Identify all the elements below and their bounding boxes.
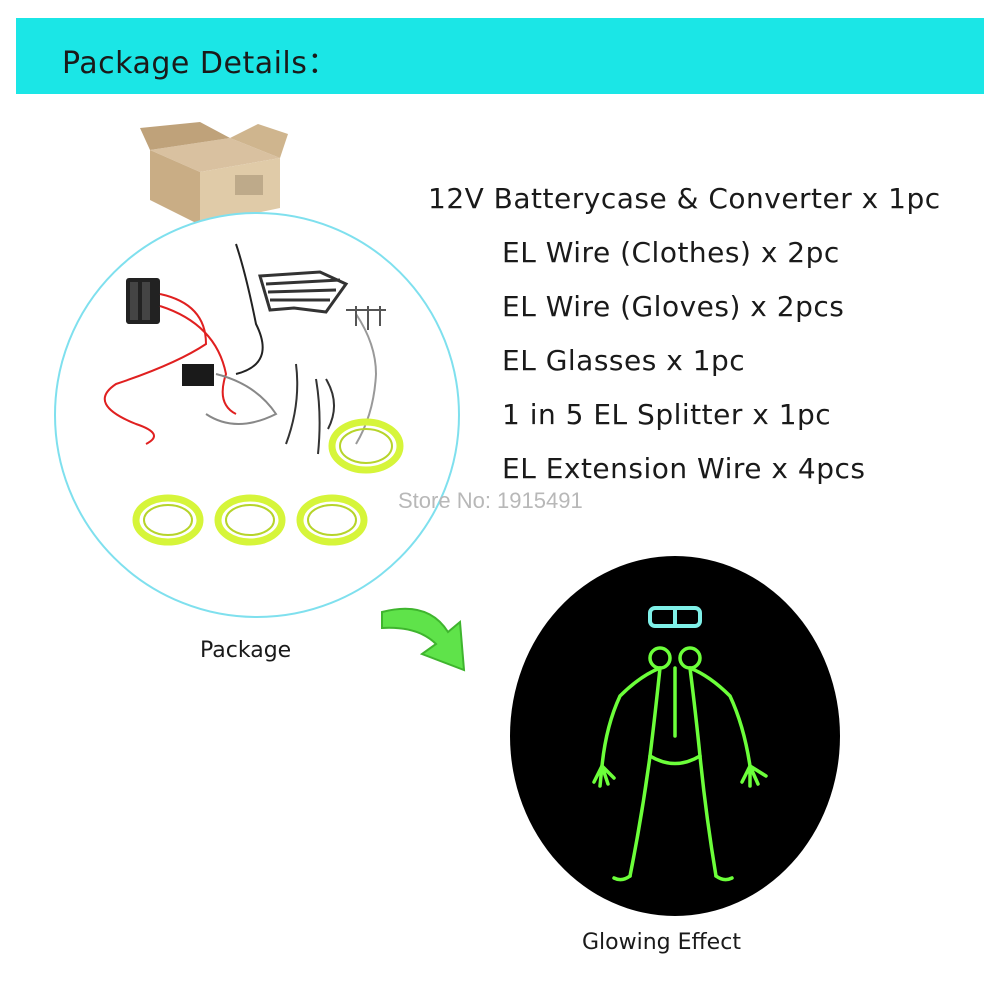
list-item: 1 in 5 EL Splitter x 1pc xyxy=(502,398,832,431)
store-watermark: Store No: 1915491 xyxy=(398,488,583,513)
package-contents-image xyxy=(54,212,460,618)
glowing-effect-image xyxy=(510,556,840,916)
header-banner: Package Details： xyxy=(16,18,984,94)
package-label: Package xyxy=(200,638,292,663)
banner-title: Package Details： xyxy=(62,46,338,81)
list-item: EL Wire (Clothes) x 2pc xyxy=(502,236,840,269)
list-item: EL Extension Wire x 4pcs xyxy=(502,452,866,485)
green-arrow-icon xyxy=(378,598,488,682)
cardboard-box-image xyxy=(140,120,290,234)
glowing-effect-label: Glowing Effect xyxy=(582,930,741,955)
list-item: 12V Batterycase & Converter x 1pc xyxy=(428,182,941,215)
list-item: EL Glasses x 1pc xyxy=(502,344,746,377)
list-item: EL Wire (Gloves) x 2pcs xyxy=(502,290,845,323)
